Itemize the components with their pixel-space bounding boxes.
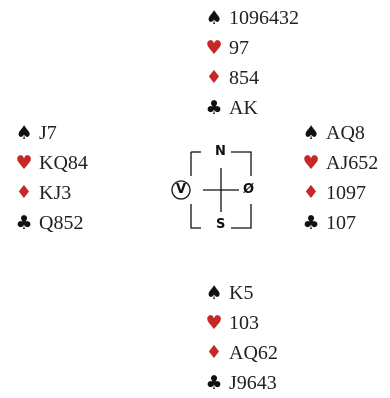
- compass-north-label: N: [215, 144, 226, 159]
- west-hearts-cards: KQ84: [39, 152, 88, 174]
- spade-icon: ♠: [15, 122, 33, 144]
- south-spades-cards: K5: [229, 282, 254, 304]
- east-diamonds-cards: 1097: [326, 182, 366, 204]
- spade-icon: ♠: [205, 282, 223, 304]
- compass-east-label: Ø: [243, 182, 255, 197]
- spade-icon: ♠: [302, 122, 320, 144]
- compass-frame: [171, 151, 252, 229]
- north-hearts-cards: 97: [229, 37, 249, 59]
- heart-icon: ♥: [15, 152, 33, 174]
- compass-west-label: V: [176, 182, 187, 197]
- diamond-icon: ♦: [205, 342, 223, 363]
- heart-icon: ♥: [205, 312, 223, 334]
- club-icon: ♣: [205, 372, 223, 394]
- heart-icon: ♥: [205, 37, 223, 59]
- diamond-icon: ♦: [302, 182, 320, 203]
- club-icon: ♣: [302, 212, 320, 234]
- south-diamonds-cards: AQ62: [229, 342, 278, 364]
- north-clubs-cards: AK: [229, 97, 258, 119]
- diamond-icon: ♦: [205, 67, 223, 88]
- south-hearts-cards: 103: [229, 312, 259, 334]
- east-hearts-cards: AJ652: [326, 152, 379, 174]
- compass-south-label: S: [216, 217, 226, 232]
- north-spades-cards: 1096432: [229, 7, 299, 29]
- spade-icon: ♠: [205, 7, 223, 29]
- south-clubs-cards: J9643: [229, 372, 277, 394]
- west-spades-cards: J7: [39, 122, 57, 144]
- east-spades-cards: AQ8: [326, 122, 365, 144]
- west-clubs-cards: Q852: [39, 212, 84, 234]
- club-icon: ♣: [15, 212, 33, 234]
- north-diamonds-cards: 854: [229, 67, 259, 89]
- diamond-icon: ♦: [15, 182, 33, 203]
- compass-diagram: N S V Ø: [171, 145, 261, 232]
- west-seat-circle: [171, 180, 191, 200]
- heart-icon: ♥: [302, 152, 320, 174]
- club-icon: ♣: [205, 97, 223, 119]
- east-clubs-cards: 107: [326, 212, 356, 234]
- west-diamonds-cards: KJ3: [39, 182, 72, 204]
